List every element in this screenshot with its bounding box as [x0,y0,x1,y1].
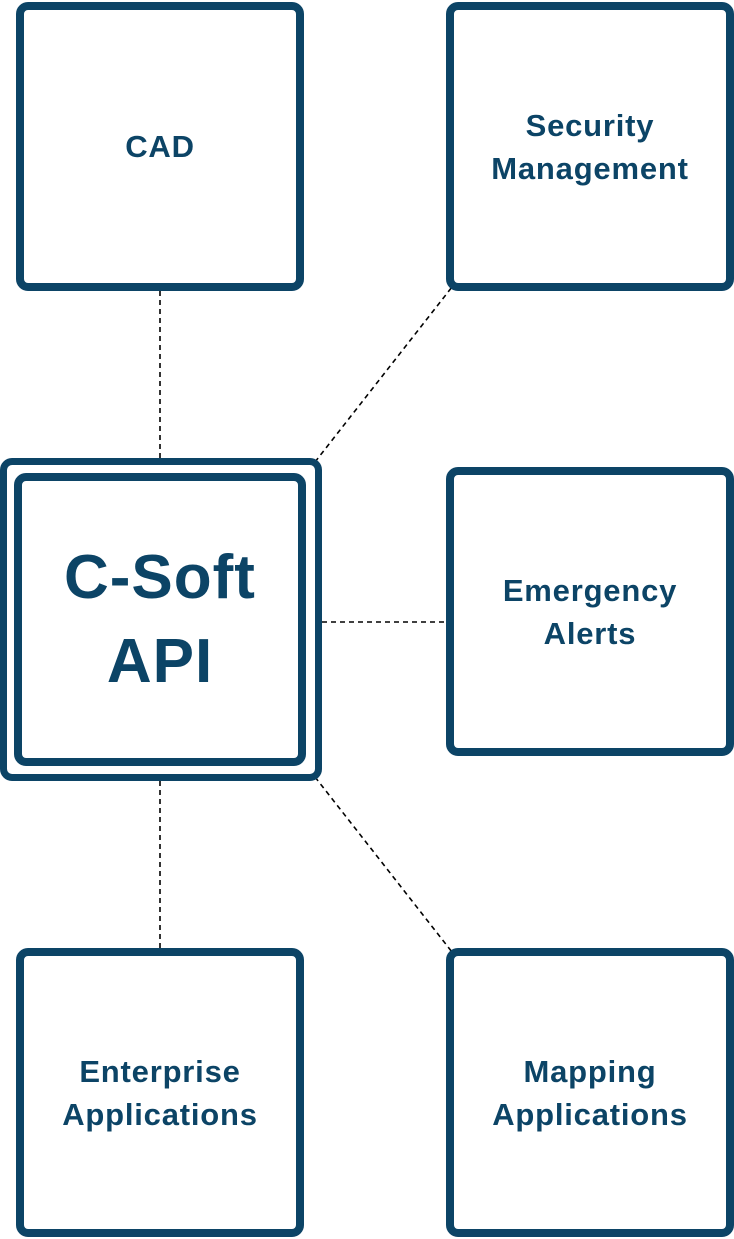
node-mapping-label: Mapping Applications [492,1050,688,1136]
node-cad-line-1: CAD [125,129,195,164]
hub-line-1: C-Soft [64,542,256,612]
node-security-management: Security Management [446,2,734,291]
connector-hub-security [314,286,453,463]
connector-hub-mapping [314,776,453,953]
hub-line-2: API [106,626,214,696]
node-security-label: Security Management [491,104,688,190]
node-enterprise-line-2: Applications [62,1096,258,1132]
node-security-line-2: Management [491,150,689,186]
node-alerts-line-2: Alerts [543,615,637,651]
node-security-line-1: Security [525,107,655,143]
node-enterprise-line-1: Enterprise [79,1053,241,1089]
node-cad: CAD [16,2,304,291]
node-mapping-applications: Mapping Applications [446,948,734,1237]
node-alerts-line-1: Emergency [502,572,678,608]
node-cad-label: CAD [125,125,195,168]
hub-c-soft-api: C-Soft API [14,473,306,766]
node-enterprise-label: Enterprise Applications [62,1050,258,1136]
hub-label: C-Soft API [64,536,256,704]
node-mapping-line-1: Mapping [523,1053,657,1089]
node-alerts-label: Emergency Alerts [503,569,677,655]
node-enterprise-applications: Enterprise Applications [16,948,304,1237]
node-mapping-line-2: Applications [492,1096,688,1132]
node-emergency-alerts: Emergency Alerts [446,467,734,756]
